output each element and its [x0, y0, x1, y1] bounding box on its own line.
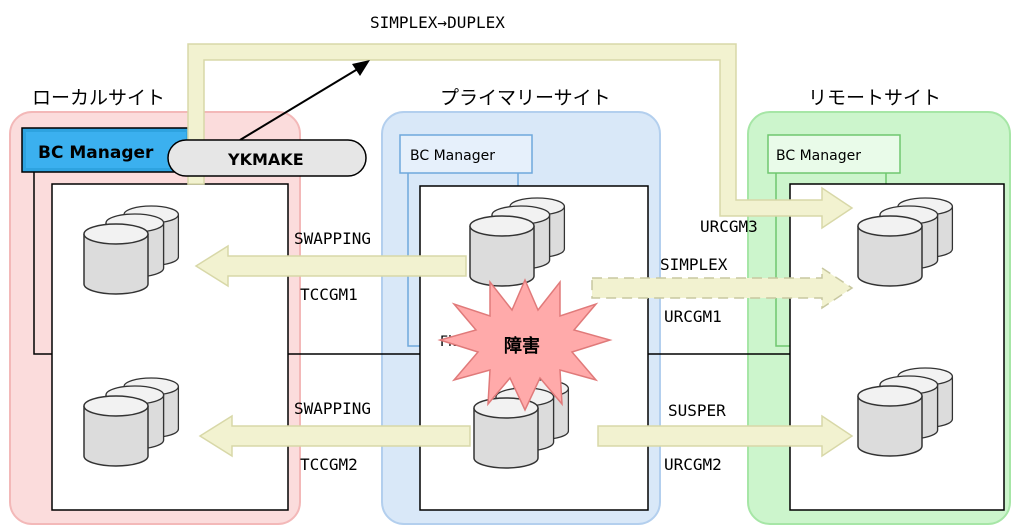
simplex-label: SIMPLEX: [660, 255, 728, 274]
urcgm3-path-arrow: [187, 43, 854, 230]
swapping2-label: SWAPPING: [294, 399, 371, 418]
susper-label: SUSPER: [668, 401, 726, 420]
primary-site-label: プライマリーサイト: [440, 87, 611, 109]
failure-label: 障害: [504, 335, 540, 357]
ykmake-diagonal-arrow: [239, 63, 367, 141]
urcgm1-dashed-arrow: [591, 266, 854, 310]
remote-site-label: リモートサイト: [808, 87, 941, 109]
urcgm3-label: URCGM3: [700, 217, 758, 236]
ykmake-command-pill: [167, 139, 367, 177]
local-site-label: ローカルサイト: [32, 87, 165, 109]
local-bc-manager-label: BC Manager: [38, 143, 154, 163]
tccgm1-arrow: [194, 244, 467, 288]
primary-bc-manager-frame: BC Manager: [399, 134, 533, 347]
ykmake-command-label: YKMAKE: [227, 150, 304, 169]
swapping1-label: SWAPPING: [294, 229, 371, 248]
primary-bc-manager-label: BC Manager: [410, 148, 495, 164]
tccgm2-arrow: [198, 414, 471, 458]
tccgm1-label: TCCGM1: [300, 285, 358, 304]
remote-bc-manager-label: BC Manager: [776, 148, 861, 164]
remote-bc-manager-frame: BC Manager: [767, 134, 901, 347]
ykmake-arrowhead: [352, 60, 370, 76]
failure-starburst: [437, 278, 613, 412]
urcgm2-label: URCGM2: [664, 455, 722, 474]
tccgm2-label: TCCGM2: [300, 455, 358, 474]
urcgm1-label: URCGM1: [664, 307, 722, 326]
top-transition-label: SIMPLEX→DUPLEX: [370, 13, 505, 32]
urcgm2-arrow: [597, 414, 854, 458]
